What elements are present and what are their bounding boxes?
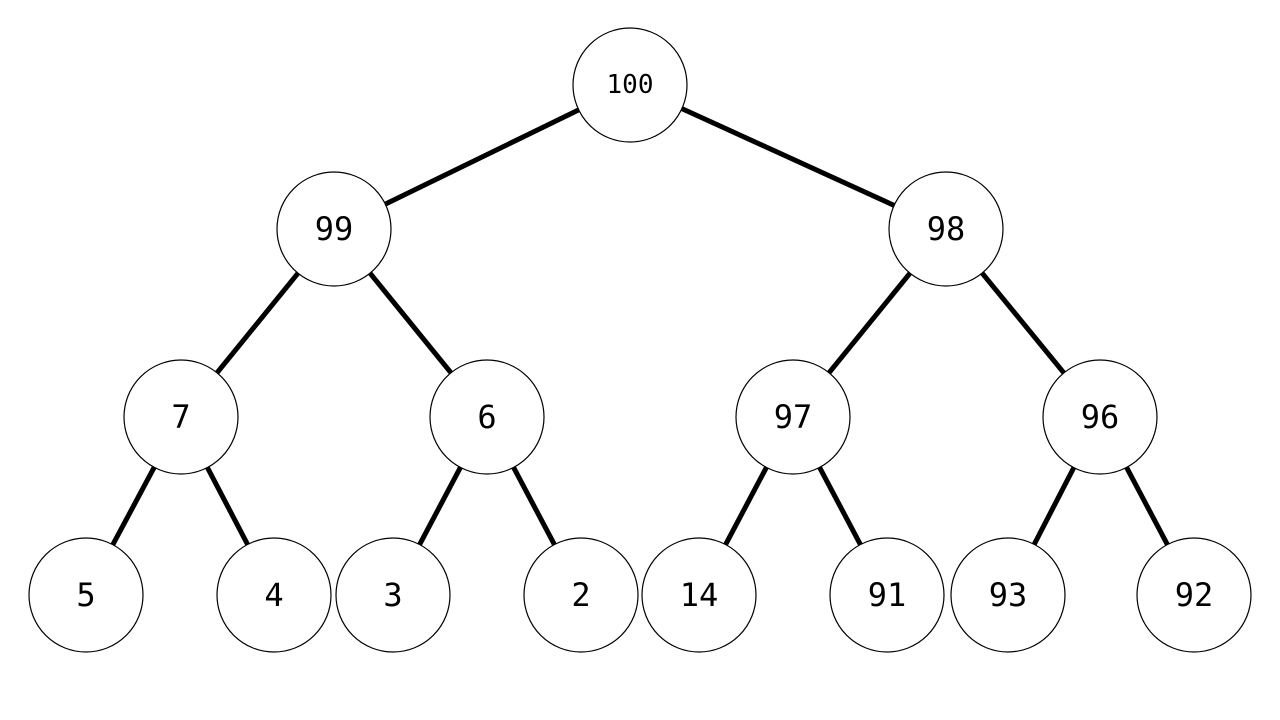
- tree-node-circle: [950, 537, 1066, 653]
- tree-node-label: 7: [171, 398, 190, 436]
- tree-node-label: 4: [264, 576, 283, 614]
- tree-node-label: 14: [680, 576, 719, 614]
- tree-node: 97: [735, 359, 851, 475]
- tree-node-circle: [28, 537, 144, 653]
- tree-edge-n3-n8: [205, 466, 250, 546]
- tree-node-label: 5: [76, 576, 95, 614]
- tree-edge-n4-n9: [417, 466, 463, 546]
- tree-node: 7: [123, 359, 239, 475]
- tree-node: 98: [888, 171, 1004, 287]
- tree-node-label: 93: [989, 576, 1028, 614]
- tree-node-label: 3: [383, 576, 402, 614]
- tree-edge-n1-n3: [215, 271, 300, 375]
- tree-node-circle: [829, 537, 945, 653]
- tree-edge-n4-n10: [511, 466, 557, 546]
- tree-node-circle: [123, 359, 239, 475]
- tree-node-label: 97: [774, 398, 813, 436]
- tree-edge-n2-n5: [827, 271, 912, 375]
- tree-node-circle: [276, 171, 392, 287]
- tree-node-label: 2: [571, 576, 590, 614]
- tree-node: 14: [641, 537, 757, 653]
- tree-node-label: 100: [607, 70, 654, 100]
- tree-node-label: 98: [927, 210, 966, 248]
- tree-node: 5: [28, 537, 144, 653]
- tree-edge-n3-n7: [110, 466, 157, 546]
- tree-node-circle: [523, 537, 639, 653]
- tree-node: 99: [276, 171, 392, 287]
- tree-node-circle: [216, 537, 332, 653]
- tree-nodes: 100 99 98 7 6 97 96 5 4 3 2 14 91 93 92: [28, 27, 1252, 653]
- tree-node: 6: [429, 359, 545, 475]
- tree-node-circle: [888, 171, 1004, 287]
- tree-node-label: 96: [1081, 398, 1120, 436]
- tree-node-label: 99: [315, 210, 354, 248]
- tree-node: 4: [216, 537, 332, 653]
- tree-edge-n0-n1: [384, 107, 580, 207]
- tree-node: 2: [523, 537, 639, 653]
- tree-edges: [110, 106, 1170, 546]
- tree-node-circle: [335, 537, 451, 653]
- tree-node: 96: [1042, 359, 1158, 475]
- tree-node-circle: [735, 359, 851, 475]
- tree-node: 92: [1136, 537, 1252, 653]
- tree-node-circle: [1136, 537, 1252, 653]
- tree-edge-n6-n14: [1124, 466, 1170, 546]
- tree-node-circle: [429, 359, 545, 475]
- tree-node-circle: [1042, 359, 1158, 475]
- tree-edge-n5-n12: [817, 466, 863, 546]
- tree-node-label: 6: [477, 398, 496, 436]
- tree-node: 100: [572, 27, 688, 143]
- tree-edge-n1-n4: [368, 271, 453, 375]
- tree-node-circle: [572, 27, 688, 143]
- tree-node: 91: [829, 537, 945, 653]
- tree-edge-n6-n13: [1031, 466, 1077, 546]
- tree-edge-n2-n6: [980, 271, 1066, 375]
- tree-edge-n0-n2: [680, 106, 896, 208]
- tree-node: 93: [950, 537, 1066, 653]
- tree-node-circle: [641, 537, 757, 653]
- tree-node-label: 92: [1175, 576, 1214, 614]
- tree-node-label: 91: [868, 576, 907, 614]
- tree-edge-n5-n11: [723, 466, 769, 546]
- tree-node: 3: [335, 537, 451, 653]
